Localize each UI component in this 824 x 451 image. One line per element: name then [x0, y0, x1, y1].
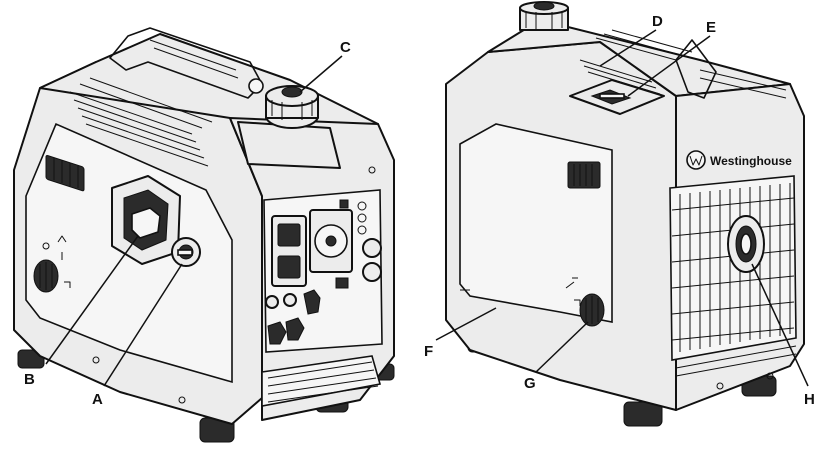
brand-logo: Westinghouse: [687, 151, 792, 169]
callout-h: H: [804, 391, 815, 408]
side-access-panel: [460, 124, 612, 322]
callout-a: A: [92, 391, 103, 408]
fuel-valve: [172, 238, 200, 266]
callout-c: C: [340, 39, 351, 56]
w-logo-badge: [249, 79, 263, 93]
exhaust-grille: [670, 176, 796, 360]
generator-front-view: [14, 28, 394, 442]
recoil-pull-handle: [112, 176, 180, 264]
brand-logo-text: Westinghouse: [710, 154, 792, 168]
fuel-cap-rear-view: [520, 2, 568, 30]
callout-b: B: [24, 371, 35, 388]
callout-g: G: [524, 375, 536, 392]
callout-e: E: [706, 19, 716, 36]
control-panel: [264, 190, 382, 352]
callout-f: F: [424, 343, 433, 360]
callout-d: D: [652, 13, 663, 30]
generator-rear-view: Westinghouse: [446, 2, 804, 426]
side-slot-vent-rear: [568, 162, 600, 188]
